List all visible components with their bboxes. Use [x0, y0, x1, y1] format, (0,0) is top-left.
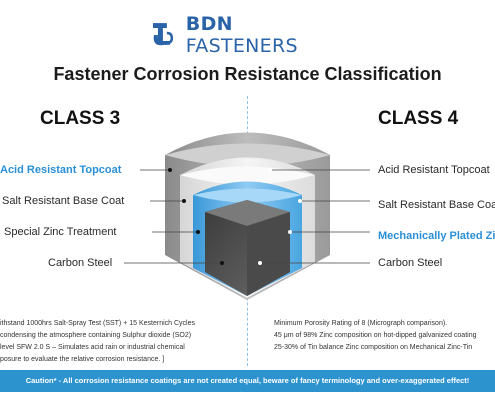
class-3-heading: CLASS 3	[40, 108, 121, 129]
bolt-logo-icon	[152, 23, 174, 46]
brand-logo: BDN FASTENERS	[150, 13, 350, 57]
class-4-heading: CLASS 4	[378, 108, 459, 129]
caution-banner: Caution* - All corrosion resistance coat…	[0, 370, 495, 392]
right-label-salt-base-coat: Salt Resistant Base Coat	[378, 199, 495, 211]
class-3-notes: ithstand 1000hrs Salt-Spray Test (SST) +…	[0, 320, 195, 363]
brand-name: BDN FASTENERS	[185, 13, 298, 57]
right-label-carbon-steel: Carbon Steel	[378, 257, 443, 269]
right-label-acid-topcoat: Acid Resistant Topcoat	[378, 164, 490, 176]
page-title: Fastener Corrosion Resistance Classifica…	[53, 64, 442, 84]
class-4-notes: Minimum Porosity Rating of 8 (Micrograph…	[274, 320, 477, 351]
left-label-carbon-steel: Carbon Steel	[48, 257, 113, 269]
right-label-mechanical-zinc: Mechanically Plated Zinc	[378, 230, 495, 242]
left-label-salt-base-coat: Salt Resistant Base Coat	[2, 195, 125, 207]
left-label-acid-topcoat: Acid Resistant Topcoat	[0, 164, 122, 176]
left-label-special-zinc: Special Zinc Treatment	[4, 226, 117, 238]
